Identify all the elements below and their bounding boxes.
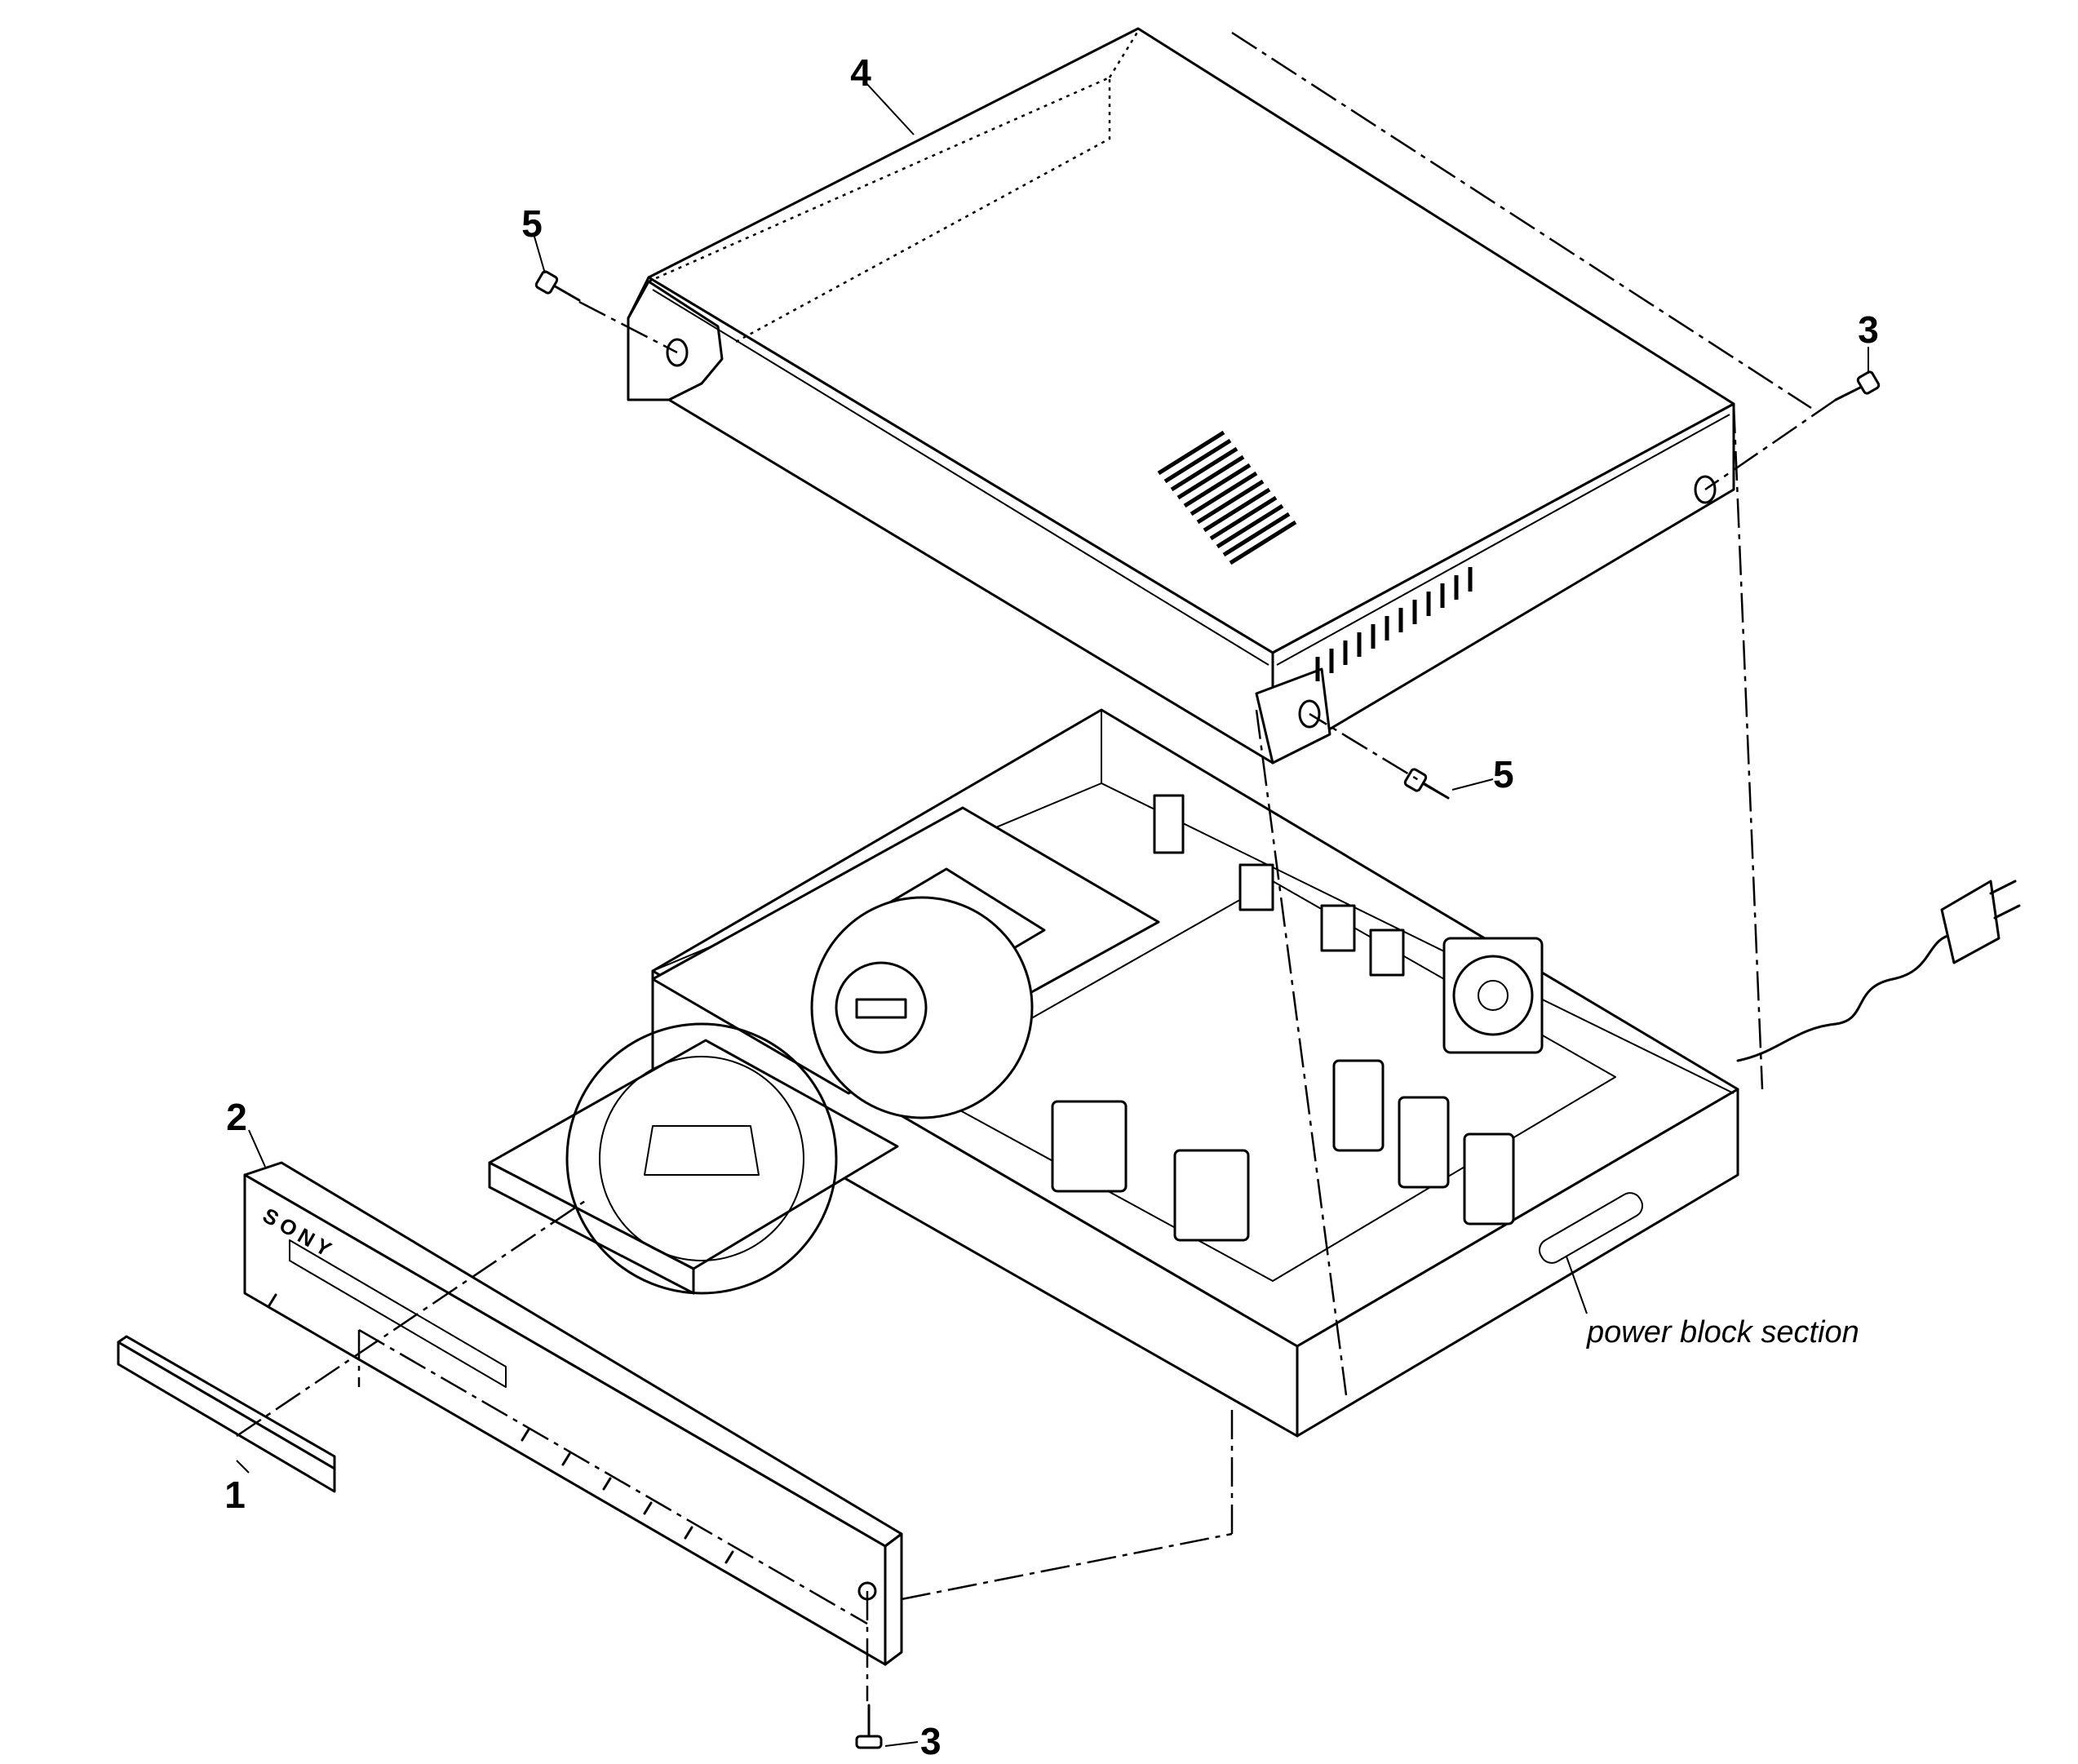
callout-part-3-bottom: 3 bbox=[920, 1720, 942, 1762]
callout-part-5-left: 5 bbox=[521, 202, 543, 245]
cooling-fan bbox=[1442, 937, 1544, 1054]
callout-part-5-right: 5 bbox=[1493, 753, 1514, 796]
callout-part-4: 4 bbox=[850, 51, 871, 94]
callout-part-3-top: 3 bbox=[1858, 308, 1879, 351]
top-case-cover bbox=[627, 27, 1735, 765]
front-panel: SONY bbox=[243, 1161, 903, 1666]
screw-3-bottom bbox=[855, 1704, 883, 1749]
callout-leaders bbox=[236, 81, 1869, 1747]
power-cord bbox=[1736, 880, 2021, 1062]
screw-5-left bbox=[534, 270, 581, 302]
alignment-lines bbox=[236, 31, 1837, 1701]
front-window bbox=[117, 1335, 336, 1493]
screw-3-top bbox=[1834, 370, 1881, 401]
side-vent-grille bbox=[1315, 567, 1473, 681]
callout-part-2: 2 bbox=[226, 1096, 247, 1138]
power-block-section-caption: power block section bbox=[1586, 1315, 1859, 1350]
callout-part-1: 1 bbox=[224, 1474, 246, 1516]
disc-drive-unit bbox=[488, 806, 1160, 1295]
top-vent-grille bbox=[1157, 430, 1297, 565]
